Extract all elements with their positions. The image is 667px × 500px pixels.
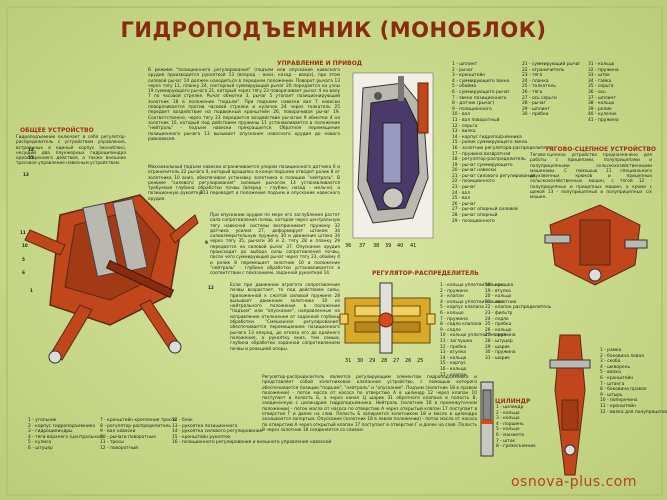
svg-text:39: 39 [385,243,391,249]
section-title-regulator: РЕГУЛЯТОР-РАСПРЕДЕЛИТЕЛЬ [372,270,479,277]
text-general: Гидроподъемник включает в себя регулятор… [16,135,126,167]
svg-text:27: 27 [393,358,399,364]
regulator-callout-numbers: 31 30 29 28 27 26 25 [345,358,423,364]
text-control-3: При опускании орудия по мере его заглубл… [210,213,340,277]
hitch-drawing-side [549,334,591,476]
svg-text:28: 28 [381,358,387,364]
text-regulator: Регулятор-распределитель является регули… [262,375,477,433]
svg-text:29: 29 [369,358,375,364]
svg-text:26: 26 [405,358,411,364]
cylinder-drawing [480,381,494,457]
svg-text:40: 40 [397,243,403,249]
footer-url: osnova-plus.com [510,474,637,490]
svg-text:41: 41 [410,243,416,249]
text-control-4: Если при движении агрегата сопротивление… [230,283,340,352]
poster-frame [6,6,663,496]
svg-text:31: 31 [345,358,351,364]
section-title-general: ОБЩЕЕ УСТРОЙСТВО [20,127,94,134]
section-title-cylinder: ЦИЛИНДР [495,398,531,405]
hitch-drawing-top [544,204,648,286]
text-control: В режиме "позиционного регулирования" (п… [148,68,340,142]
general-assembly-drawing [24,194,199,364]
text-control-2: Максимальный подъем навески ограничивает… [148,165,340,202]
control-mechanism-drawing [352,72,434,239]
svg-text:38: 38 [373,243,379,249]
svg-text:37: 37 [359,243,365,249]
svg-text:30: 30 [357,358,363,364]
regulator-drawing [339,282,436,354]
svg-text:36: 36 [345,243,351,249]
svg-text:25: 25 [417,358,423,364]
control-callout-numbers: 36 37 38 39 40 41 [345,243,416,249]
section-title-control: УПРАВЛЕНИЕ И ПРИВОД [277,60,363,67]
text-hitch: Тягово-сцепное устройство предназначено … [530,153,652,201]
poster-title: ГИДРОПОДЪЕМНИК (МОНОБЛОК) [120,18,547,42]
section-title-hitch: ТЯГОВО-СЦЕПНОЕ УСТРОЙСТВО [545,146,657,153]
